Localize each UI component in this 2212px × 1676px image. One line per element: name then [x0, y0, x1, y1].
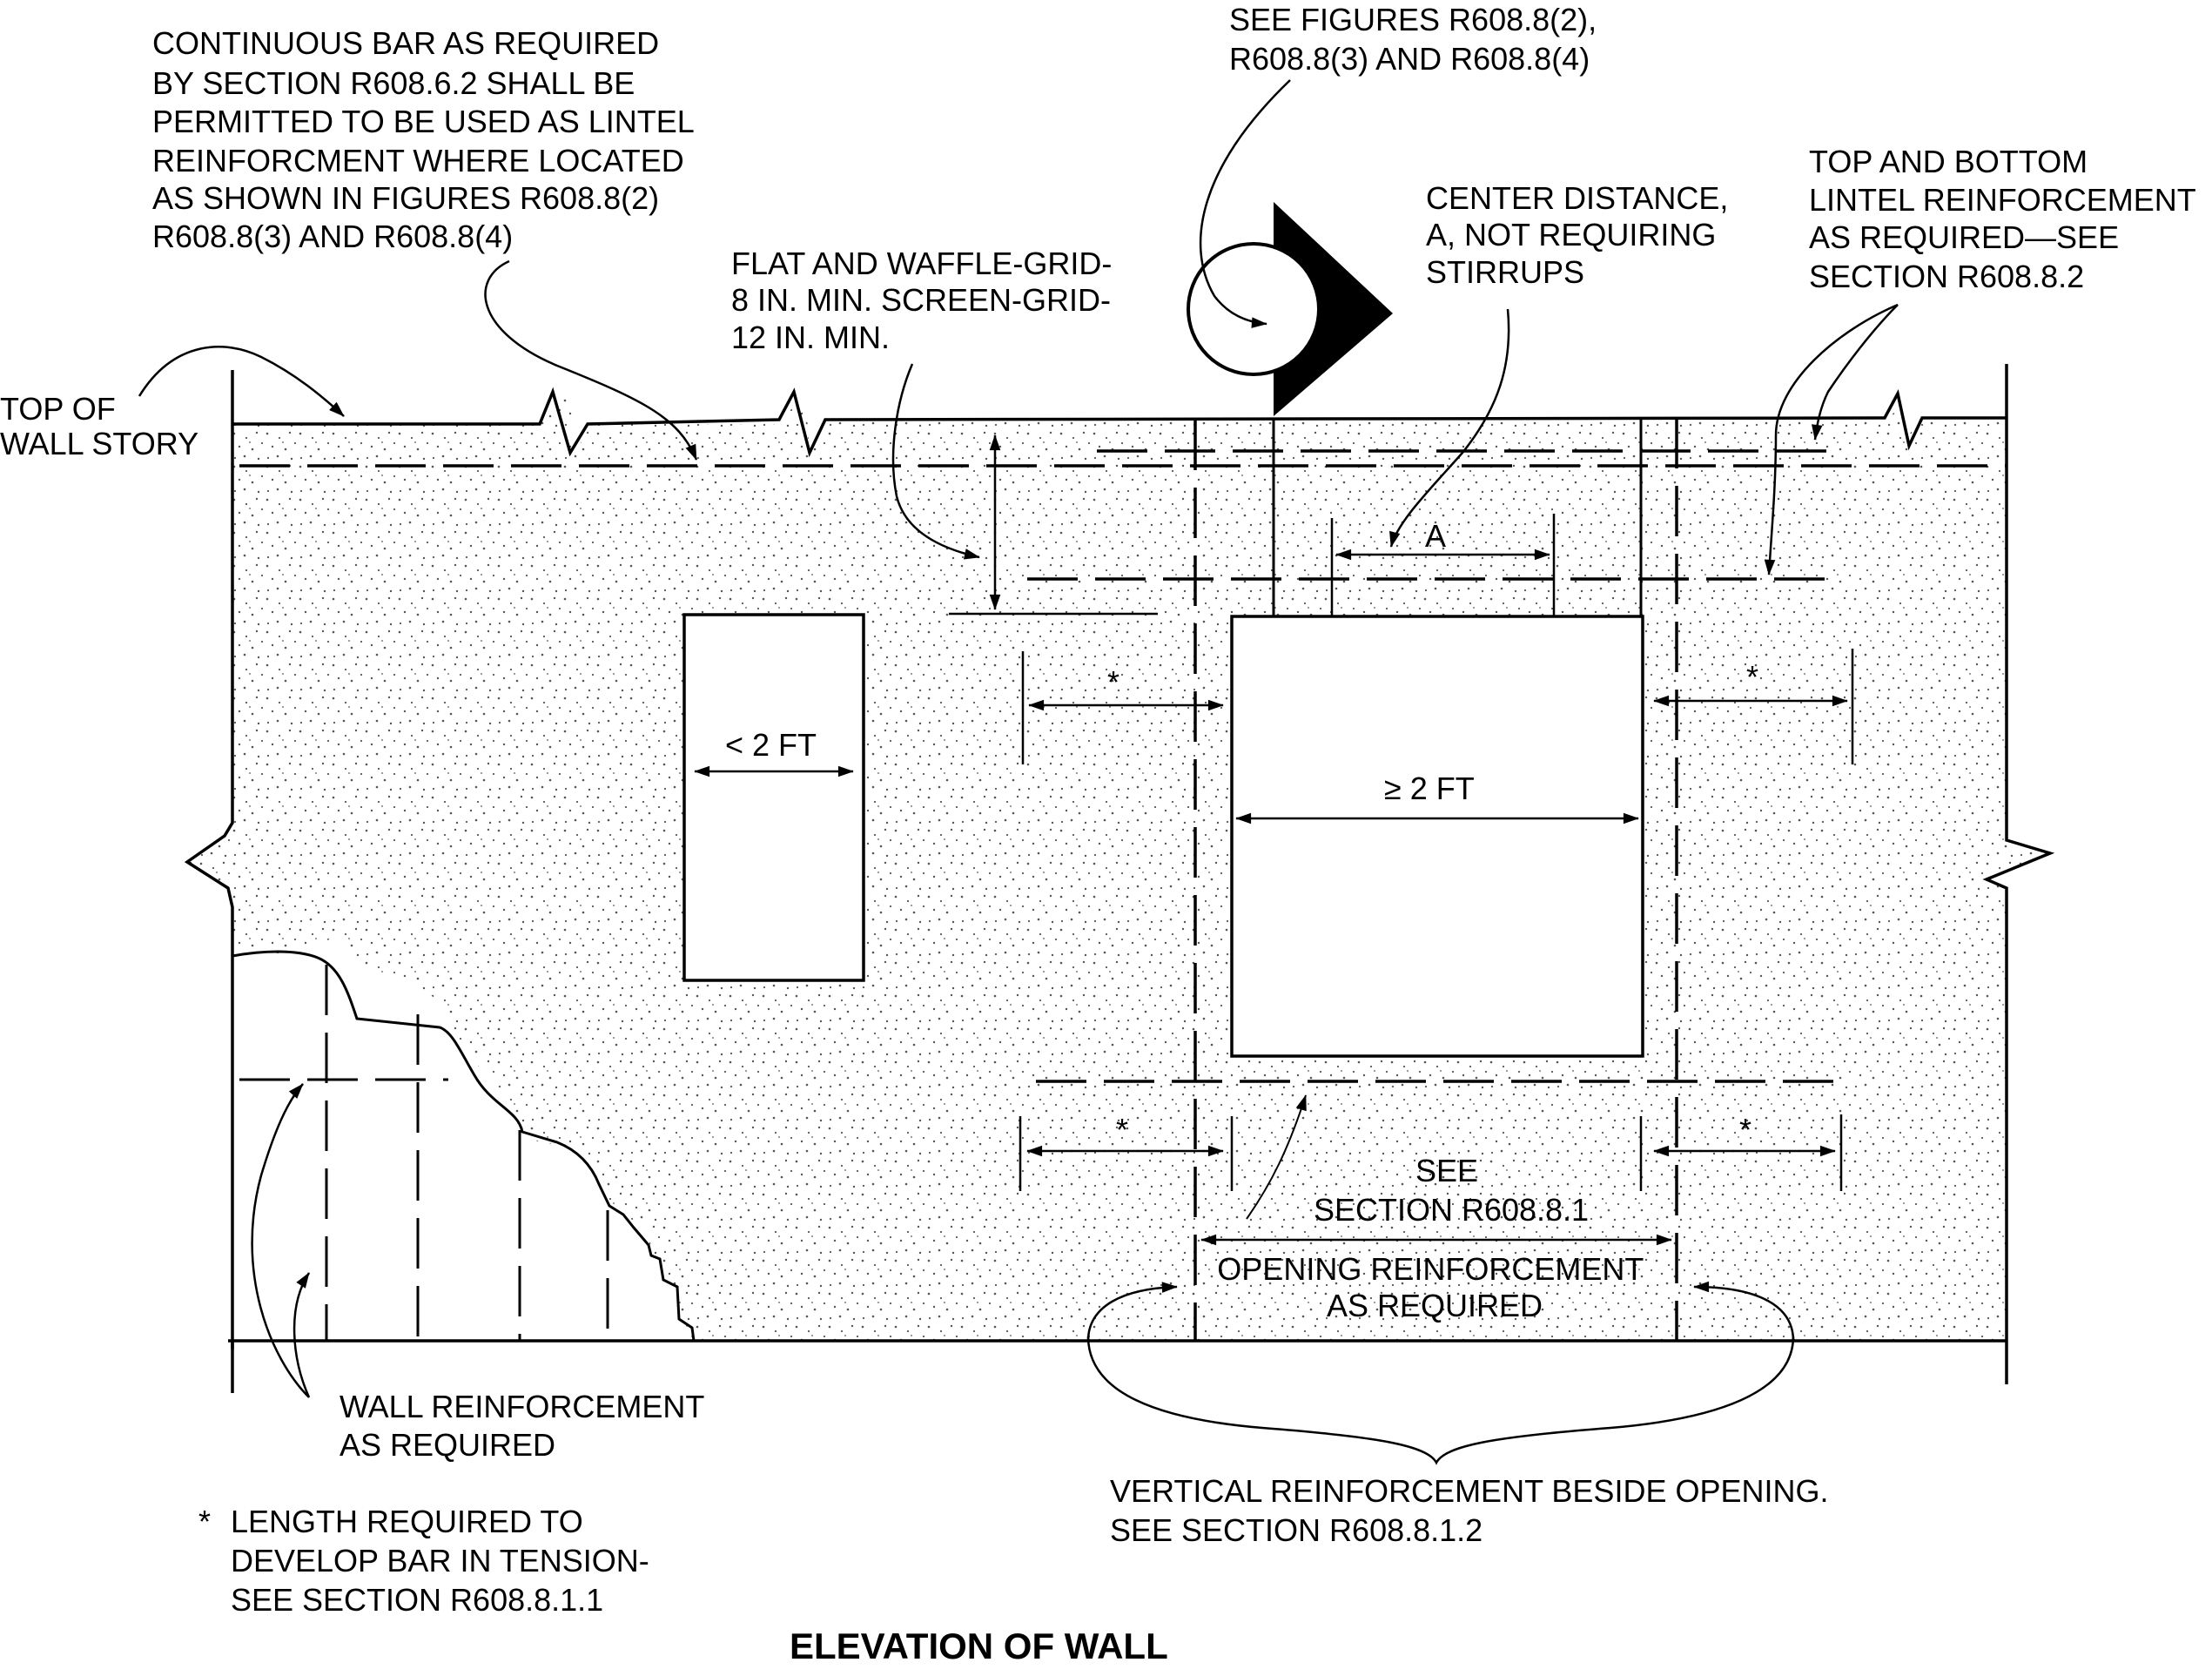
- dimensions: [694, 434, 1854, 1246]
- vertical-reinforcement-label: VERTICAL REINFORCEMENT BESIDE OPENING. S…: [1110, 1473, 1838, 1548]
- see-section-label: SEE SECTION R608.8.1: [1314, 1153, 1589, 1228]
- wall-left-edge: [184, 370, 234, 1350]
- diagram-title: ELEVATION OF WALL: [790, 1626, 1168, 1666]
- dev-length-mark-top-left: *: [1107, 664, 1119, 700]
- wall-thickness-label: FLAT AND WAFFLE-GRID- 8 IN. MIN. SCREEN-…: [731, 246, 1120, 355]
- footnote-text: LENGTH REQUIRED TO DEVELOP BAR IN TENSIO…: [231, 1504, 658, 1618]
- center-distance-label: CENTER DISTANCE, A, NOT REQUIRING STIRRU…: [1426, 180, 1737, 290]
- dev-length-mark-bottom-left: *: [1116, 1112, 1128, 1148]
- section-cut-symbol: [1187, 202, 1393, 416]
- small-opening: [682, 613, 865, 982]
- wall-cutaway-edge: [232, 950, 696, 1342]
- center-distance-dim-label: A: [1425, 518, 1446, 554]
- wall-top-line: [232, 387, 2007, 458]
- vertical-reinf-brace: [1086, 1336, 1795, 1465]
- top-of-wall-label: TOP OF WALL STORY: [0, 391, 198, 461]
- wall-reinforcement-label: WALL REINFORCEMENT AS REQUIRED: [340, 1389, 713, 1463]
- continuous-bar-label: CONTINUOUS BAR AS REQUIRED BY SECTION R6…: [152, 25, 703, 254]
- reinforcement-bars: [239, 418, 2007, 1341]
- leader-lines: [138, 79, 1899, 1465]
- dev-length-mark-top-right: *: [1746, 659, 1758, 695]
- large-opening-dim-label: ≥ 2 FT: [1384, 771, 1475, 806]
- footnote-mark: *: [198, 1504, 211, 1539]
- opening-reinforcement-label: OPENING REINFORCEMENT AS REQUIRED: [1217, 1251, 1651, 1323]
- wall-right-edge: [1982, 364, 2055, 1384]
- top-bottom-lintel-label: TOP AND BOTTOM LINTEL REINFORCEMENT AS R…: [1809, 144, 2204, 294]
- wall-body: [184, 364, 2055, 1393]
- large-opening: [1230, 615, 1644, 1058]
- small-opening-dim-label: < 2 FT: [725, 727, 817, 763]
- see-figures-label: SEE FIGURES R608.8(2), R608.8(3) AND R60…: [1229, 2, 1605, 77]
- dev-length-mark-bottom-right: *: [1739, 1112, 1751, 1148]
